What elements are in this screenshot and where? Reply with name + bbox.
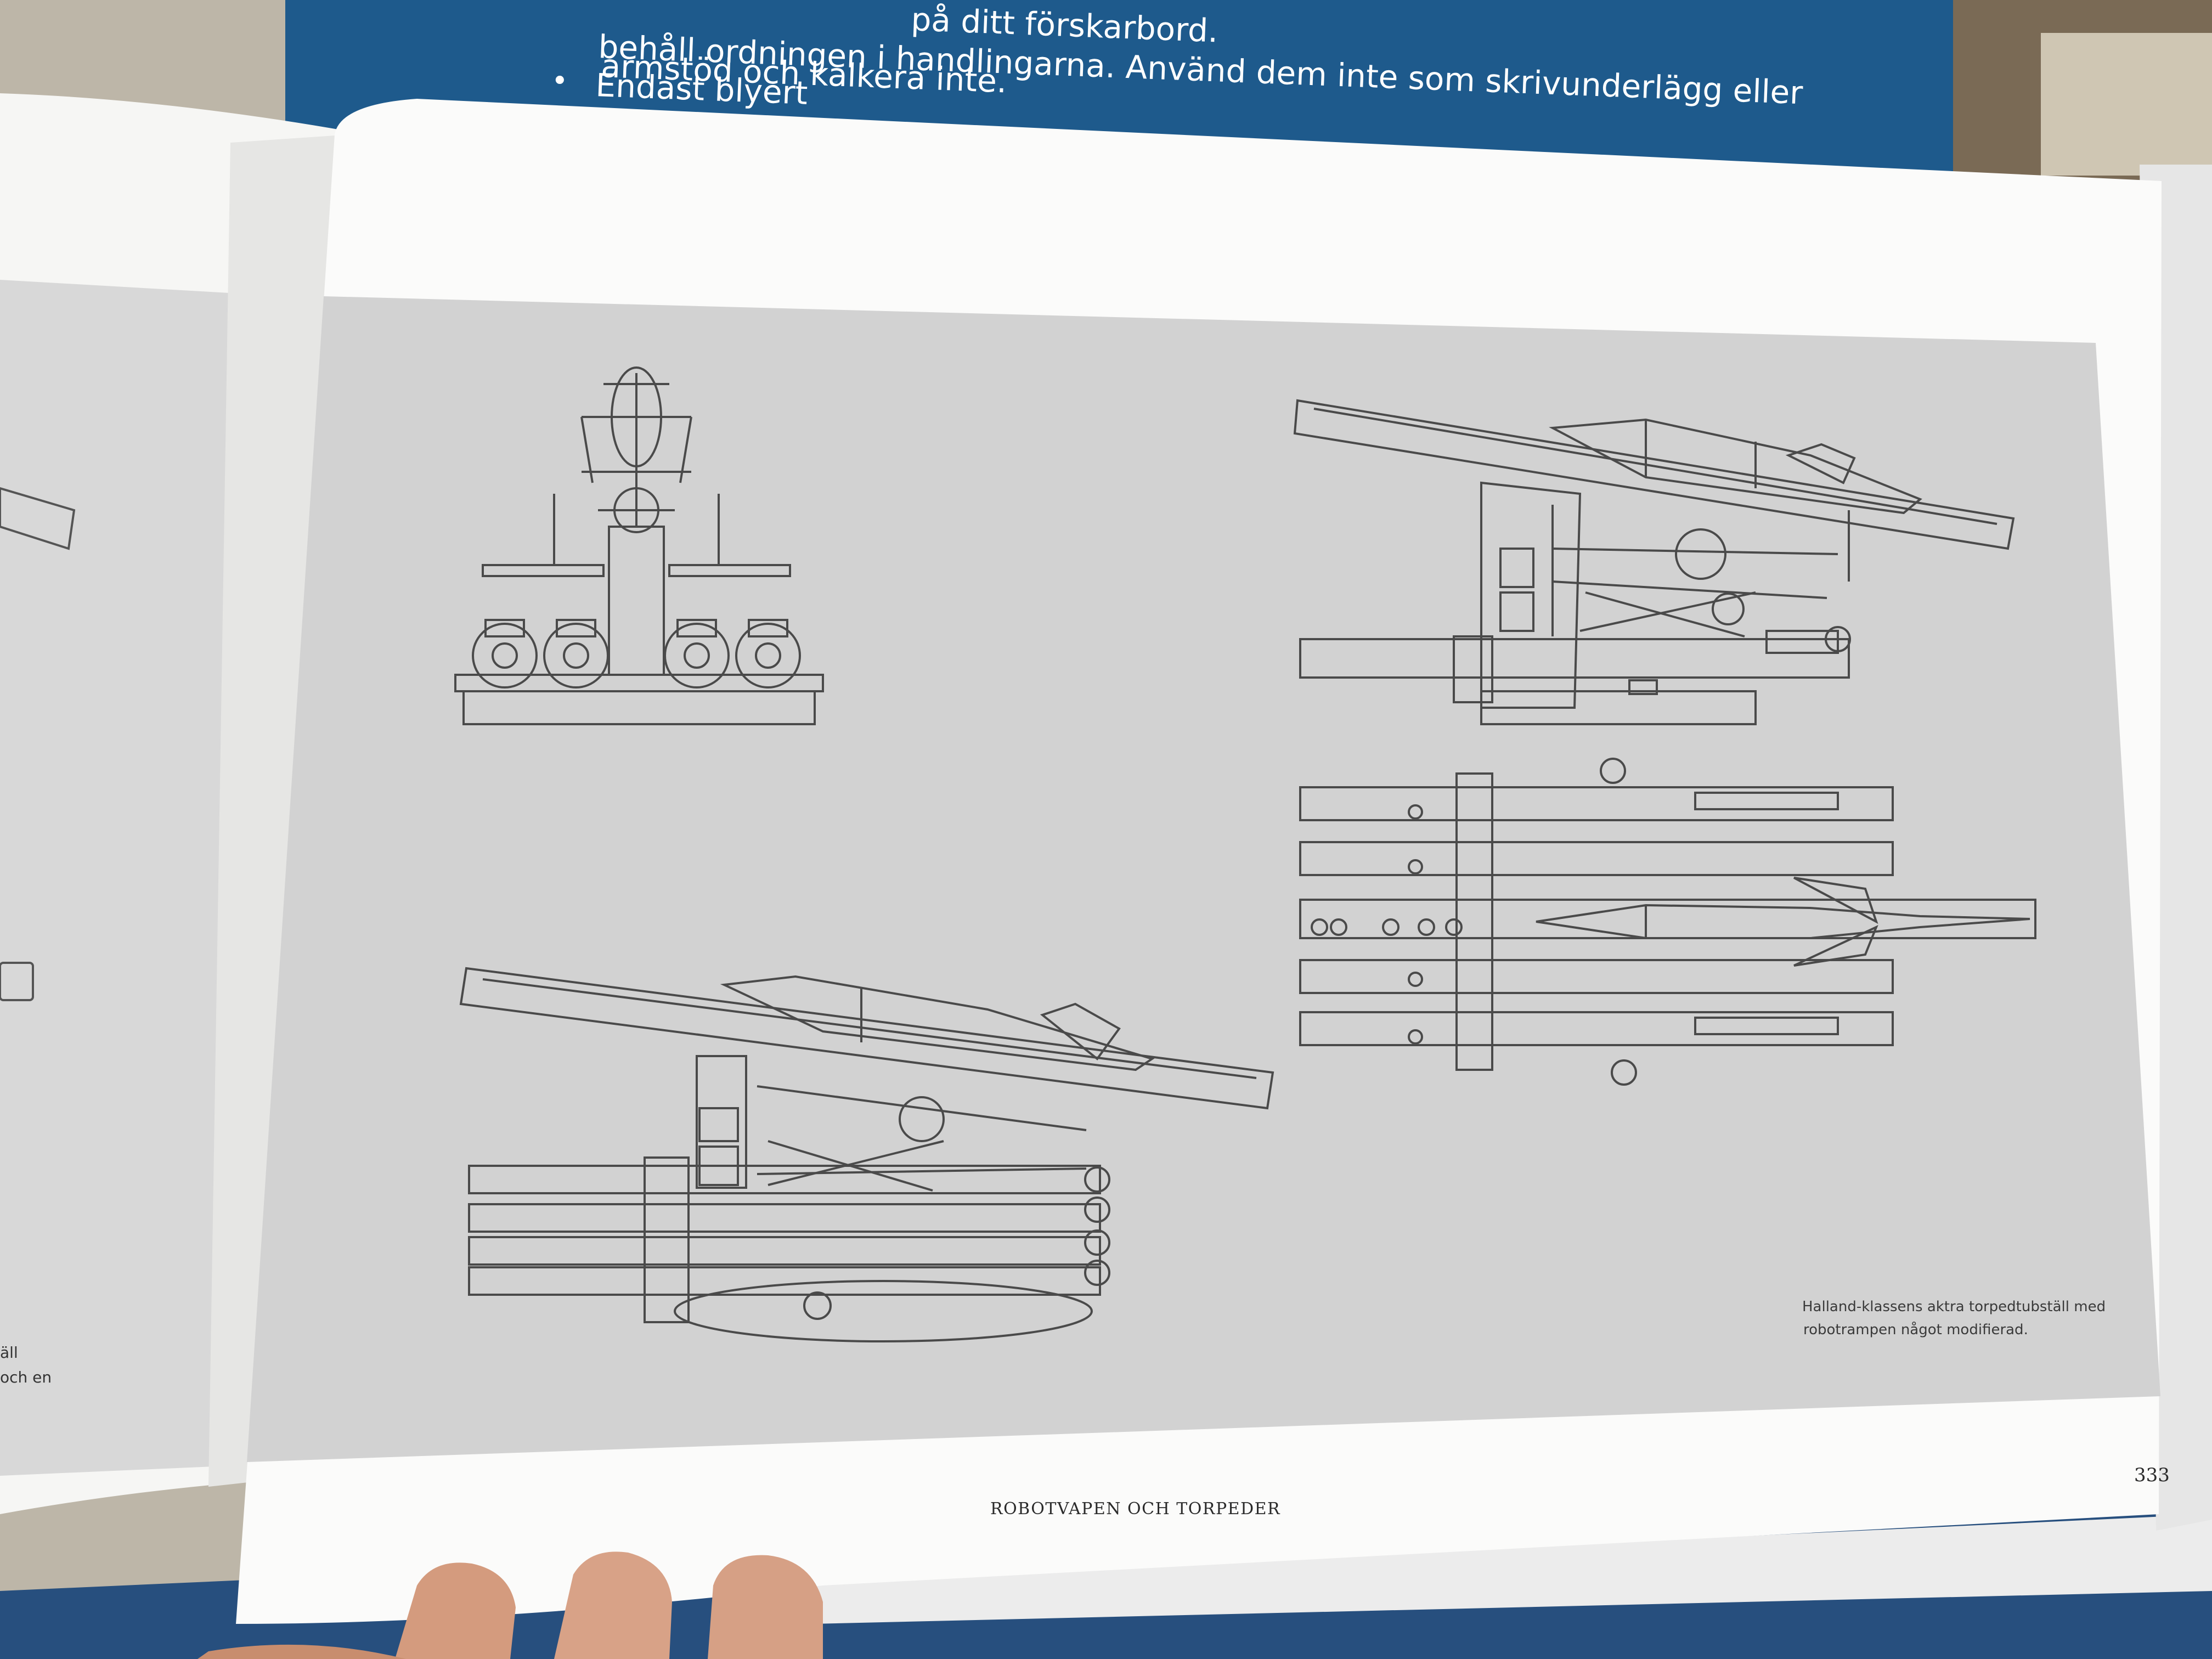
drawing-plate [247, 296, 2160, 1462]
front-view-drawing [454, 366, 824, 725]
side-view-lower-drawing [459, 967, 1274, 1342]
left-fragment-1: äll [0, 1344, 18, 1362]
caption-line-2: robotrampen något modifierad. [1803, 1321, 2028, 1338]
left-drawing-fragment-2 [0, 962, 34, 1001]
left-fragment-2: och en [0, 1368, 52, 1386]
running-footer: ROBOTVAPEN OCH TORPEDER [990, 1499, 1280, 1519]
page-stack-bottom [812, 1514, 2212, 1624]
top-view-drawing [1299, 758, 2036, 1086]
sheet-line-4: Endast blyert [595, 66, 808, 112]
page-number: 333 [2134, 1464, 2170, 1486]
fingers [198, 1551, 823, 1659]
side-view-upper-drawing [1293, 399, 2015, 725]
old-manuscript [2041, 33, 2212, 176]
caption-line-1: Halland-klassens aktra torpedtubställ me… [1802, 1299, 2106, 1315]
sheet-bullet: • [551, 65, 568, 98]
left-drawing-fragment [0, 487, 76, 550]
